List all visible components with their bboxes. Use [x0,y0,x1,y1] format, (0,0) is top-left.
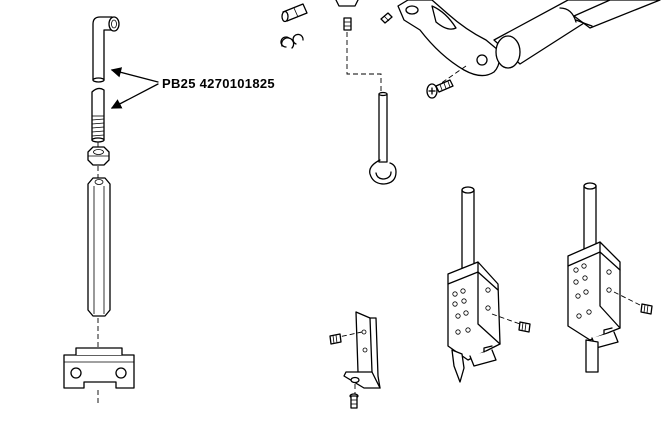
phillips-screw-top [426,79,454,99]
base-bracket [63,347,135,389]
bracket-screw-side [329,333,342,345]
hex-nut [87,146,110,166]
post-assembly-b [567,182,621,373]
retaining-clip [280,33,304,49]
part-number-label: PB25 4270101825 [162,76,275,91]
hex-rod [87,177,111,317]
l-bracket [343,311,381,389]
callout: PB25 4270101825 [110,67,275,109]
post-assembly-a [447,186,501,383]
threaded-pin [91,87,105,143]
eye-bolt [369,91,397,185]
small-pin [281,3,308,23]
handle-tube [493,0,661,69]
bracket-screw-bottom [349,393,359,409]
set-screw-top [343,17,352,31]
post-b-screw [640,303,653,315]
small-screw [380,12,393,24]
bent-pin [92,16,120,83]
lever-arm [397,0,500,77]
post-a-screw [518,321,531,333]
